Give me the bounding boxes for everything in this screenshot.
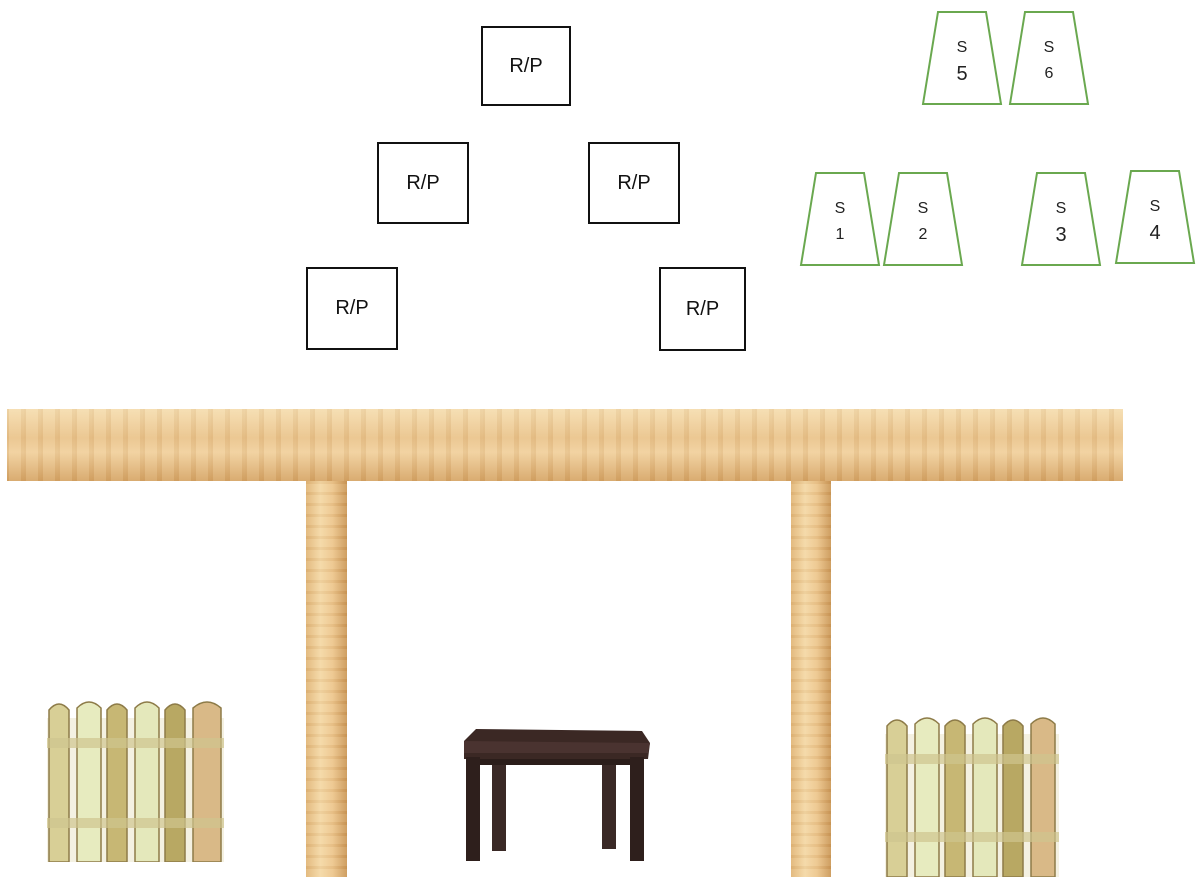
rp-box-mid-left: R/P (377, 142, 469, 224)
station-number: 2 (882, 227, 964, 243)
rp-box-mid-right: R/P (588, 142, 680, 224)
station-letter: S (1020, 201, 1102, 217)
station-4: S 4 (1114, 169, 1196, 265)
rp-box-label: R/P (617, 172, 650, 195)
rp-box-label: R/P (406, 172, 439, 195)
rp-box-top: R/P (481, 26, 571, 106)
station-letter: S (921, 40, 1003, 56)
station-letter: S (1008, 40, 1090, 56)
station-2: S 2 (882, 171, 964, 267)
rp-box-label: R/P (509, 55, 542, 78)
station-5: S 5 (921, 10, 1003, 106)
picket-fence-icon (47, 698, 224, 862)
station-letter: S (1114, 199, 1196, 215)
station-number: 4 (1114, 223, 1196, 243)
wooden-post-right (791, 481, 831, 877)
wooden-beam (7, 409, 1123, 481)
station-letter: S (882, 201, 964, 217)
station-number: 6 (1008, 66, 1090, 82)
rp-box-bottom-left: R/P (306, 267, 398, 350)
station-number: 1 (799, 227, 881, 243)
station-number: 3 (1020, 225, 1102, 245)
wooden-post-left (306, 481, 347, 877)
station-3: S 3 (1020, 171, 1102, 267)
table-icon (458, 725, 654, 865)
station-1: S 1 (799, 171, 881, 267)
rp-box-label: R/P (686, 298, 719, 321)
station-6: S 6 (1008, 10, 1090, 106)
station-number: 5 (921, 64, 1003, 84)
picket-fence-icon (885, 714, 1059, 877)
station-letter: S (799, 201, 881, 217)
rp-box-bottom-right: R/P (659, 267, 746, 351)
rp-box-label: R/P (335, 297, 368, 320)
